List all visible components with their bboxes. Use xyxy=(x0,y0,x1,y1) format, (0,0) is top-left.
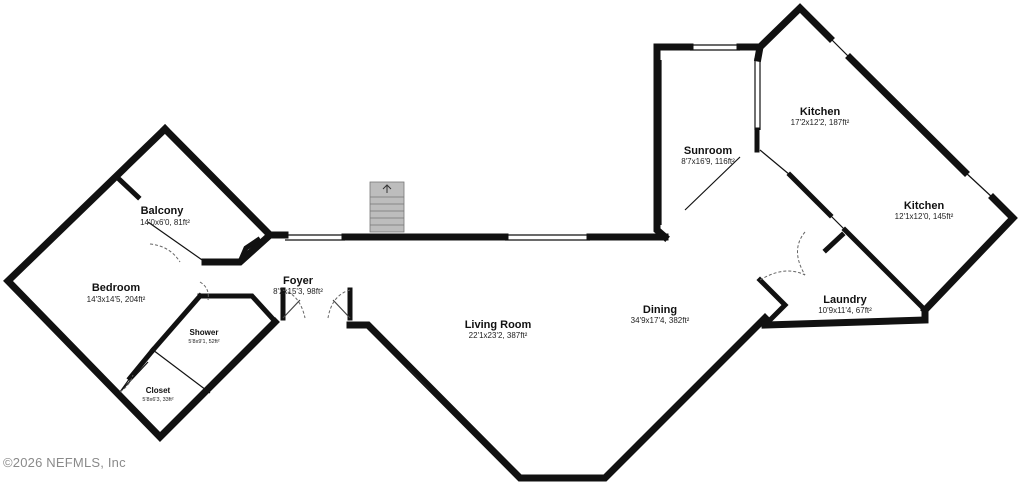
living-room-name: Living Room xyxy=(465,319,532,331)
left-wing-walls xyxy=(3,124,280,442)
sunroom-name: Sunroom xyxy=(684,145,732,157)
laundry-dims: 10'9x11'4, 67ft² xyxy=(818,306,872,315)
laundry-name: Laundry xyxy=(823,294,867,306)
foyer-dims: 8'2x15'3, 98ft² xyxy=(273,287,323,296)
bedroom-dims: 14'3x14'5, 204ft² xyxy=(87,295,146,304)
kitchen-walls xyxy=(755,3,1018,329)
sunroom-walls xyxy=(653,43,765,242)
stairs xyxy=(369,181,405,233)
balcony-dims: 14'0x6'0, 81ft² xyxy=(140,218,190,227)
kitchen-1-dims: 17'2x12'2, 187ft² xyxy=(791,118,850,127)
central-walls xyxy=(266,231,770,482)
shower-name: Shower xyxy=(190,328,219,337)
kitchen-1-name: Kitchen xyxy=(800,106,841,118)
bedroom-name: Bedroom xyxy=(92,282,141,294)
up-arrow-icon xyxy=(382,184,392,193)
foyer-name: Foyer xyxy=(283,275,314,287)
copyright-watermark: ©2026 NEFMLS, Inc xyxy=(3,455,126,470)
doors xyxy=(119,231,806,393)
kitchen-2-dims: 12'1x12'0, 145ft² xyxy=(895,212,954,221)
kitchen-2-name: Kitchen xyxy=(904,200,945,212)
closet-dims: 5'8x6'3, 33ft² xyxy=(142,397,173,403)
sunroom-dims: 8'7x16'9, 116ft² xyxy=(681,157,735,166)
dining-name: Dining xyxy=(643,304,677,316)
shower-dims: 5'8x9'1, 52ft² xyxy=(188,339,219,345)
room-labels: Balcony 14'0x6'0, 81ft² Bedroom 14'3x14'… xyxy=(87,106,954,403)
dining-dims: 34'9x17'4, 382ft² xyxy=(631,316,690,325)
closet-name: Closet xyxy=(146,386,171,395)
living-room-dims: 22'1x23'2, 387ft² xyxy=(469,331,528,340)
balcony-name: Balcony xyxy=(141,205,185,217)
